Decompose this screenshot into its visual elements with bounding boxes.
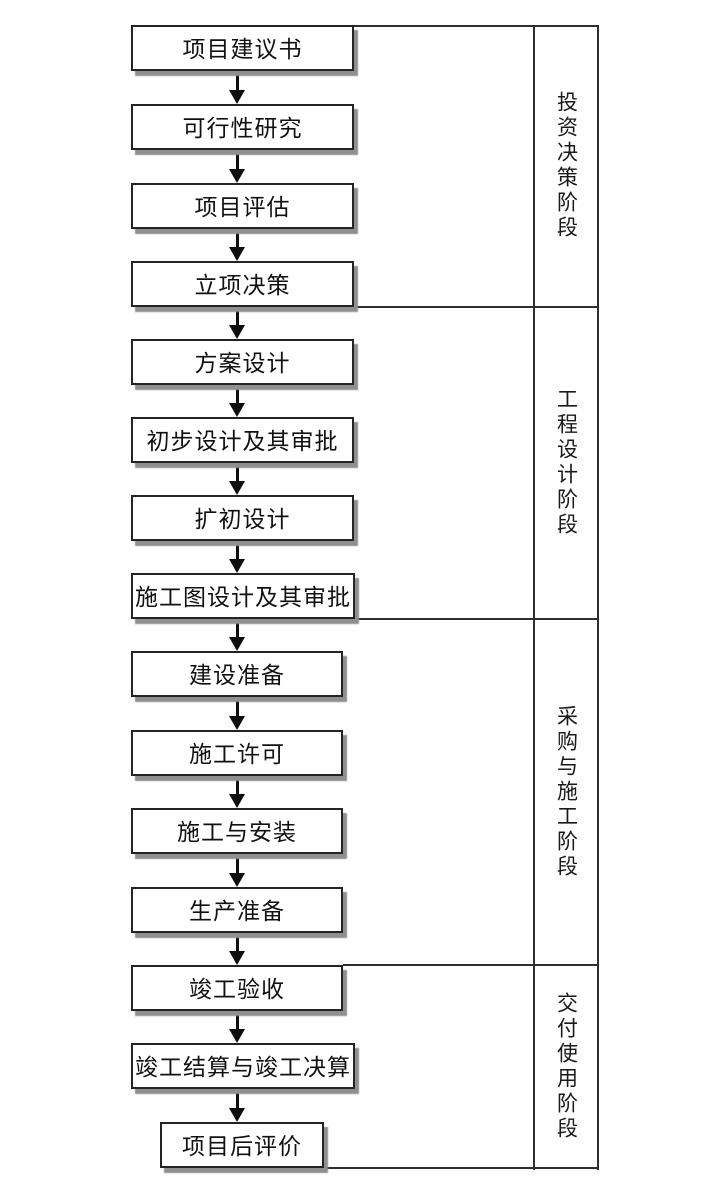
flow-arrow-stem bbox=[236, 1089, 239, 1110]
flow-arrow-stem bbox=[236, 307, 239, 327]
process-box-4: 立项决策 bbox=[131, 261, 354, 307]
down-arrow-icon bbox=[229, 794, 245, 808]
process-box-label: 项目建议书 bbox=[182, 36, 303, 62]
down-arrow-icon bbox=[229, 90, 245, 104]
down-arrow-icon bbox=[229, 403, 245, 417]
process-box-2: 可行性研究 bbox=[131, 104, 354, 150]
process-box-1: 项目建议书 bbox=[131, 25, 354, 71]
down-arrow-icon bbox=[229, 637, 245, 651]
down-arrow-icon bbox=[229, 247, 245, 261]
process-box-label: 生产准备 bbox=[189, 898, 285, 924]
panel-top-line bbox=[354, 25, 599, 27]
flow-arrow-stem bbox=[236, 776, 239, 796]
process-box-label: 项目评估 bbox=[194, 194, 291, 220]
down-arrow-icon bbox=[229, 873, 245, 887]
process-box-7: 扩初设计 bbox=[131, 495, 354, 541]
process-box-5: 方案设计 bbox=[131, 339, 354, 385]
down-arrow-icon bbox=[229, 481, 245, 495]
flow-arrow-stem bbox=[236, 541, 239, 561]
flow-arrow-stem bbox=[236, 697, 239, 718]
flow-arrow-stem bbox=[236, 619, 239, 639]
process-box-label: 竣工结算与竣工决算 bbox=[135, 1054, 351, 1080]
stage-label-1: 投资决策阶段 bbox=[535, 25, 597, 307]
stage-label-text: 采购与施工阶段 bbox=[554, 704, 579, 880]
process-box-label: 扩初设计 bbox=[194, 506, 291, 532]
down-arrow-icon bbox=[229, 325, 245, 339]
process-box-label: 可行性研究 bbox=[182, 115, 303, 141]
panel-bottom-line bbox=[324, 1167, 599, 1169]
stage-label-3: 采购与施工阶段 bbox=[535, 619, 597, 965]
stage-label-4: 交付使用阶段 bbox=[535, 965, 597, 1168]
process-box-label: 方案设计 bbox=[194, 350, 291, 376]
stage-label-text: 交付使用阶段 bbox=[554, 991, 579, 1142]
flow-arrow-stem bbox=[236, 71, 239, 92]
process-box-label: 立项决策 bbox=[194, 272, 291, 298]
down-arrow-icon bbox=[229, 716, 245, 730]
process-box-8: 施工图设计及其审批 bbox=[131, 573, 355, 619]
flow-arrow-stem bbox=[236, 854, 239, 875]
down-arrow-icon bbox=[229, 559, 245, 573]
process-box-label: 施工与安装 bbox=[177, 819, 297, 845]
stage-divider bbox=[354, 306, 599, 308]
flow-arrow-stem bbox=[236, 150, 239, 171]
process-box-9: 建设准备 bbox=[131, 651, 343, 697]
process-box-label: 竣工验收 bbox=[189, 976, 285, 1002]
flow-arrow-stem bbox=[236, 1011, 239, 1031]
process-box-3: 项目评估 bbox=[131, 183, 354, 229]
process-box-label: 建设准备 bbox=[189, 662, 285, 688]
process-box-label: 施工许可 bbox=[189, 741, 285, 767]
down-arrow-icon bbox=[229, 1108, 245, 1122]
down-arrow-icon bbox=[229, 951, 245, 965]
process-box-11: 施工与安装 bbox=[131, 808, 343, 854]
process-box-14: 竣工结算与竣工决算 bbox=[131, 1043, 355, 1089]
down-arrow-icon bbox=[229, 1029, 245, 1043]
process-box-15: 项目后评价 bbox=[160, 1122, 324, 1168]
flow-arrow-stem bbox=[236, 229, 239, 249]
stage-divider bbox=[355, 618, 599, 620]
process-box-13: 竣工验收 bbox=[131, 965, 343, 1011]
flow-arrow-stem bbox=[236, 463, 239, 483]
process-box-label: 施工图设计及其审批 bbox=[135, 584, 351, 610]
stage-label-text: 投资决策阶段 bbox=[554, 91, 579, 241]
process-box-6: 初步设计及其审批 bbox=[131, 417, 354, 463]
flow-arrow-stem bbox=[236, 933, 239, 953]
panel-vertical-line-outer bbox=[597, 25, 599, 1170]
down-arrow-icon bbox=[229, 169, 245, 183]
panel-vertical-line-inner bbox=[533, 25, 535, 1170]
flow-arrow-stem bbox=[236, 385, 239, 405]
process-box-10: 施工许可 bbox=[131, 730, 343, 776]
process-box-label: 初步设计及其审批 bbox=[146, 428, 339, 454]
stage-divider bbox=[343, 964, 599, 966]
stage-label-text: 工程设计阶段 bbox=[554, 388, 579, 538]
stage-label-2: 工程设计阶段 bbox=[535, 307, 597, 619]
process-box-label: 项目后评价 bbox=[182, 1133, 302, 1159]
process-box-12: 生产准备 bbox=[131, 887, 343, 933]
